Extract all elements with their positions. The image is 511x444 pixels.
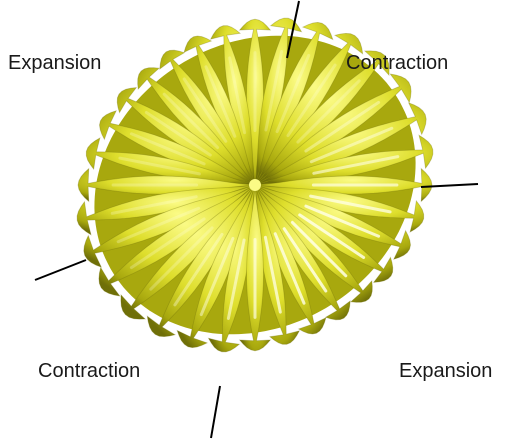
- label-expansion-top-left: Expansion: [8, 52, 101, 75]
- label-contraction-bottom-left: Contraction: [38, 360, 140, 383]
- label-contraction-top-right: Contraction: [346, 52, 448, 75]
- line-left: [35, 260, 86, 280]
- label-expansion-bottom-right: Expansion: [399, 360, 492, 383]
- shape-hub: [249, 179, 261, 191]
- line-bottom: [211, 386, 220, 438]
